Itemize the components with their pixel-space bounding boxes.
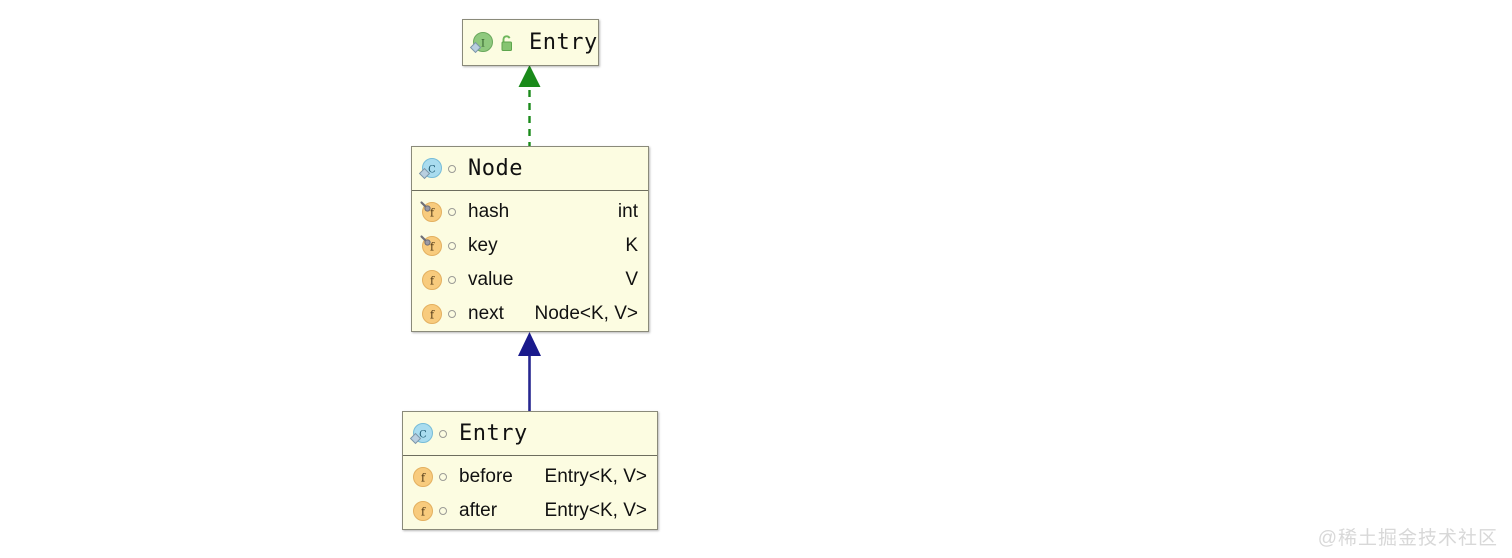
field-row[interactable]: f next Node<K, V> xyxy=(412,297,648,331)
class-header: C Entry xyxy=(403,412,657,456)
field-name: key xyxy=(468,235,498,256)
class-name: Entry xyxy=(459,421,528,446)
field-type: V xyxy=(625,269,638,290)
svg-text:f: f xyxy=(421,506,426,519)
field-name: after xyxy=(459,500,498,521)
svg-text:f: f xyxy=(430,207,435,220)
watermark: @稀土掘金技术社区 xyxy=(1317,528,1498,549)
package-private-circle-icon xyxy=(435,464,451,490)
field-icon: f xyxy=(418,267,444,293)
field-name: before xyxy=(459,466,513,487)
package-private-circle-icon xyxy=(435,498,451,524)
relation-node-implements-entry[interactable] xyxy=(505,63,555,149)
field-icon: f xyxy=(409,464,435,490)
generalization-arrowhead-icon xyxy=(518,332,541,356)
field-row[interactable]: f key K xyxy=(412,229,648,263)
field-icon: f xyxy=(418,199,444,225)
field-row[interactable]: f value V xyxy=(412,263,648,297)
package-private-circle-icon xyxy=(444,233,460,259)
svg-text:f: f xyxy=(421,472,426,485)
package-private-circle-icon xyxy=(444,199,460,225)
field-name: value xyxy=(468,269,514,290)
realization-arrowhead-icon xyxy=(518,65,541,87)
uml-class-box-entry-interface[interactable]: I Entry xyxy=(462,19,599,66)
class-name: Node xyxy=(468,156,523,181)
final-marker-icon xyxy=(420,201,431,212)
relation-entry-extends-node[interactable] xyxy=(505,330,555,412)
field-name: hash xyxy=(468,201,510,222)
svg-text:I: I xyxy=(481,38,485,49)
field-name: next xyxy=(468,303,504,324)
package-private-circle-icon xyxy=(444,156,460,182)
field-icon: f xyxy=(409,498,435,524)
package-private-circle-icon xyxy=(444,301,460,327)
package-private-circle-icon xyxy=(444,267,460,293)
field-type: K xyxy=(625,235,638,256)
class-icon: C xyxy=(409,421,435,447)
field-icon: f xyxy=(418,301,444,327)
class-name: Entry xyxy=(529,30,598,55)
svg-text:f: f xyxy=(430,309,435,322)
uml-class-box-node[interactable]: C Node f xyxy=(411,146,649,332)
field-row[interactable]: f before Entry<K, V> xyxy=(403,460,657,494)
field-type: int xyxy=(617,201,638,222)
svg-text:f: f xyxy=(430,241,435,254)
svg-text:C: C xyxy=(428,164,436,175)
package-private-circle-icon xyxy=(435,421,451,447)
field-type: Entry<K, V> xyxy=(544,466,647,487)
final-marker-icon xyxy=(420,235,431,246)
field-type: Entry<K, V> xyxy=(544,500,647,521)
class-members: f hash int f xyxy=(412,191,648,337)
class-members: f before Entry<K, V> f xyxy=(403,456,657,534)
class-icon: C xyxy=(418,156,444,182)
field-icon: f xyxy=(418,233,444,259)
interface-icon: I xyxy=(469,30,495,56)
field-row[interactable]: f hash int xyxy=(412,195,648,229)
svg-text:f: f xyxy=(430,275,435,288)
public-unlocked-icon xyxy=(495,30,519,56)
field-row[interactable]: f after Entry<K, V> xyxy=(403,494,657,528)
svg-text:C: C xyxy=(419,429,427,440)
uml-class-box-entry-class[interactable]: C Entry f before xyxy=(402,411,658,530)
class-header: C Node xyxy=(412,147,648,191)
field-type: Node<K, V> xyxy=(534,303,638,324)
class-header: I Entry xyxy=(463,20,598,65)
